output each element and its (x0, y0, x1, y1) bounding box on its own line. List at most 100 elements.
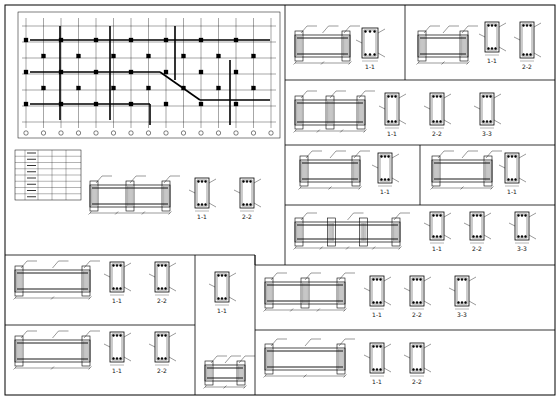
section-label: 1-1 (431, 245, 443, 252)
rebar-dot (525, 215, 527, 217)
leader-line (305, 339, 311, 346)
top-rebar (302, 163, 358, 164)
beam-section (240, 178, 254, 208)
leader-line (424, 26, 430, 33)
top-rebar (297, 38, 348, 39)
dim-tick (317, 309, 320, 312)
beam-section (520, 22, 534, 58)
rebar-dot (113, 335, 115, 337)
stirrup (339, 349, 340, 369)
plan-beam (200, 99, 270, 101)
plan-column (94, 70, 98, 74)
rebar-dot (365, 31, 367, 33)
dimension-line (15, 298, 90, 299)
stirrup (21, 341, 22, 361)
dim-tick (299, 187, 302, 190)
stirrup (297, 223, 298, 241)
section-label: 2-2 (156, 297, 168, 304)
stirrup-loop (372, 345, 382, 371)
leader-line (169, 357, 176, 361)
axis-bubble (129, 131, 133, 135)
plan-column (182, 54, 186, 58)
leader-line (360, 151, 370, 152)
leader-line (345, 339, 355, 340)
leader-line (384, 368, 391, 372)
dim-tick (320, 247, 323, 250)
beam-elevation (432, 160, 492, 182)
rebar-dot (440, 121, 442, 123)
section-label: 2-2 (156, 367, 168, 374)
dim-tick (115, 212, 118, 215)
section-label: 3-3 (456, 311, 468, 318)
axis-bubble (24, 131, 28, 135)
bottom-rebar (267, 367, 343, 368)
leader-line (494, 94, 501, 98)
stirrup (300, 101, 301, 124)
dimension-line (295, 131, 365, 132)
rebar-dot (116, 358, 118, 360)
stirrup (437, 161, 438, 181)
top-rebar (207, 368, 243, 369)
table-entry (27, 196, 36, 197)
leader-line (424, 368, 431, 372)
leader-line (307, 213, 317, 214)
section-label: 2-2 (241, 213, 253, 220)
rebar-dot (388, 96, 390, 98)
axis-bubble (146, 131, 150, 135)
rebar-dot (165, 335, 167, 337)
leader-line (311, 339, 321, 340)
plan-column (217, 54, 221, 58)
beam-elevation (295, 222, 400, 242)
leader-line (339, 339, 345, 346)
leader-line (254, 203, 261, 207)
plan-column (199, 38, 203, 42)
leader-line (211, 356, 217, 363)
dim-tick (399, 247, 402, 250)
stirrup-loop (157, 334, 167, 360)
leader-line (124, 357, 131, 361)
stirrup-loop (487, 24, 497, 50)
stirrup-loop (522, 24, 532, 56)
stirrup (433, 161, 434, 181)
grid-line (183, 18, 184, 128)
beam-section (195, 178, 209, 208)
grid-line (43, 18, 44, 128)
plan-column (112, 54, 116, 58)
rebar-dot (433, 96, 435, 98)
leader-line (124, 333, 131, 337)
rebar-dot (165, 358, 167, 360)
leader-line (350, 26, 360, 27)
stirrup (419, 36, 420, 56)
axis-bubble (181, 131, 185, 135)
rebar-dot (376, 346, 378, 348)
beam-elevation (295, 100, 365, 125)
stirrup (83, 341, 84, 361)
leader-line (239, 356, 245, 363)
stirrup (423, 36, 424, 56)
stirrup (88, 341, 89, 361)
stirrup (333, 223, 334, 241)
rebar-dot (433, 121, 435, 123)
section-label: 1-1 (364, 63, 376, 70)
stirrup (96, 186, 97, 206)
plan-column (199, 102, 203, 106)
rebar-dot (250, 204, 252, 206)
dim-tick (51, 297, 54, 300)
dim-tick (290, 309, 293, 312)
rebar-dot (440, 236, 442, 238)
leader-line (170, 176, 180, 177)
leader-line (229, 273, 236, 277)
rebar-dot (473, 215, 475, 217)
stirrup (398, 223, 399, 241)
bottom-rebar (297, 54, 348, 55)
axis-bubble (111, 131, 115, 135)
stirrup (305, 161, 306, 181)
section-label: 1-1 (196, 213, 208, 220)
rebar-dot (420, 369, 422, 371)
leader-line (84, 331, 90, 338)
column-stub (90, 181, 98, 211)
dimension-line (378, 186, 392, 187)
stirrup (462, 36, 463, 56)
